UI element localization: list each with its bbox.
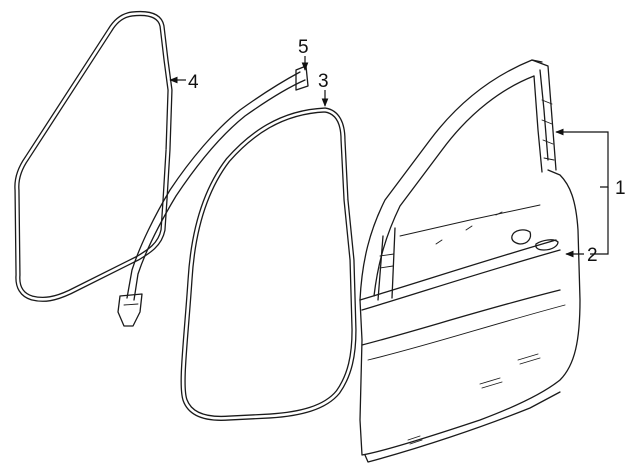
callout-5: 5 [298,37,309,58]
part-2-door-shell [359,59,581,463]
callout-2: 2 [587,245,598,266]
part-3-body-opening-seal [180,107,357,421]
callout-4: 4 [188,72,199,93]
leader-lines [169,56,609,258]
callout-3: 3 [318,71,329,92]
part-4-door-frame-weatherstrip [14,10,173,302]
callout-labels: 4 5 3 1 2 [188,37,626,266]
callout-1: 1 [615,178,626,199]
part-5-edge-seal-strip [117,65,309,327]
